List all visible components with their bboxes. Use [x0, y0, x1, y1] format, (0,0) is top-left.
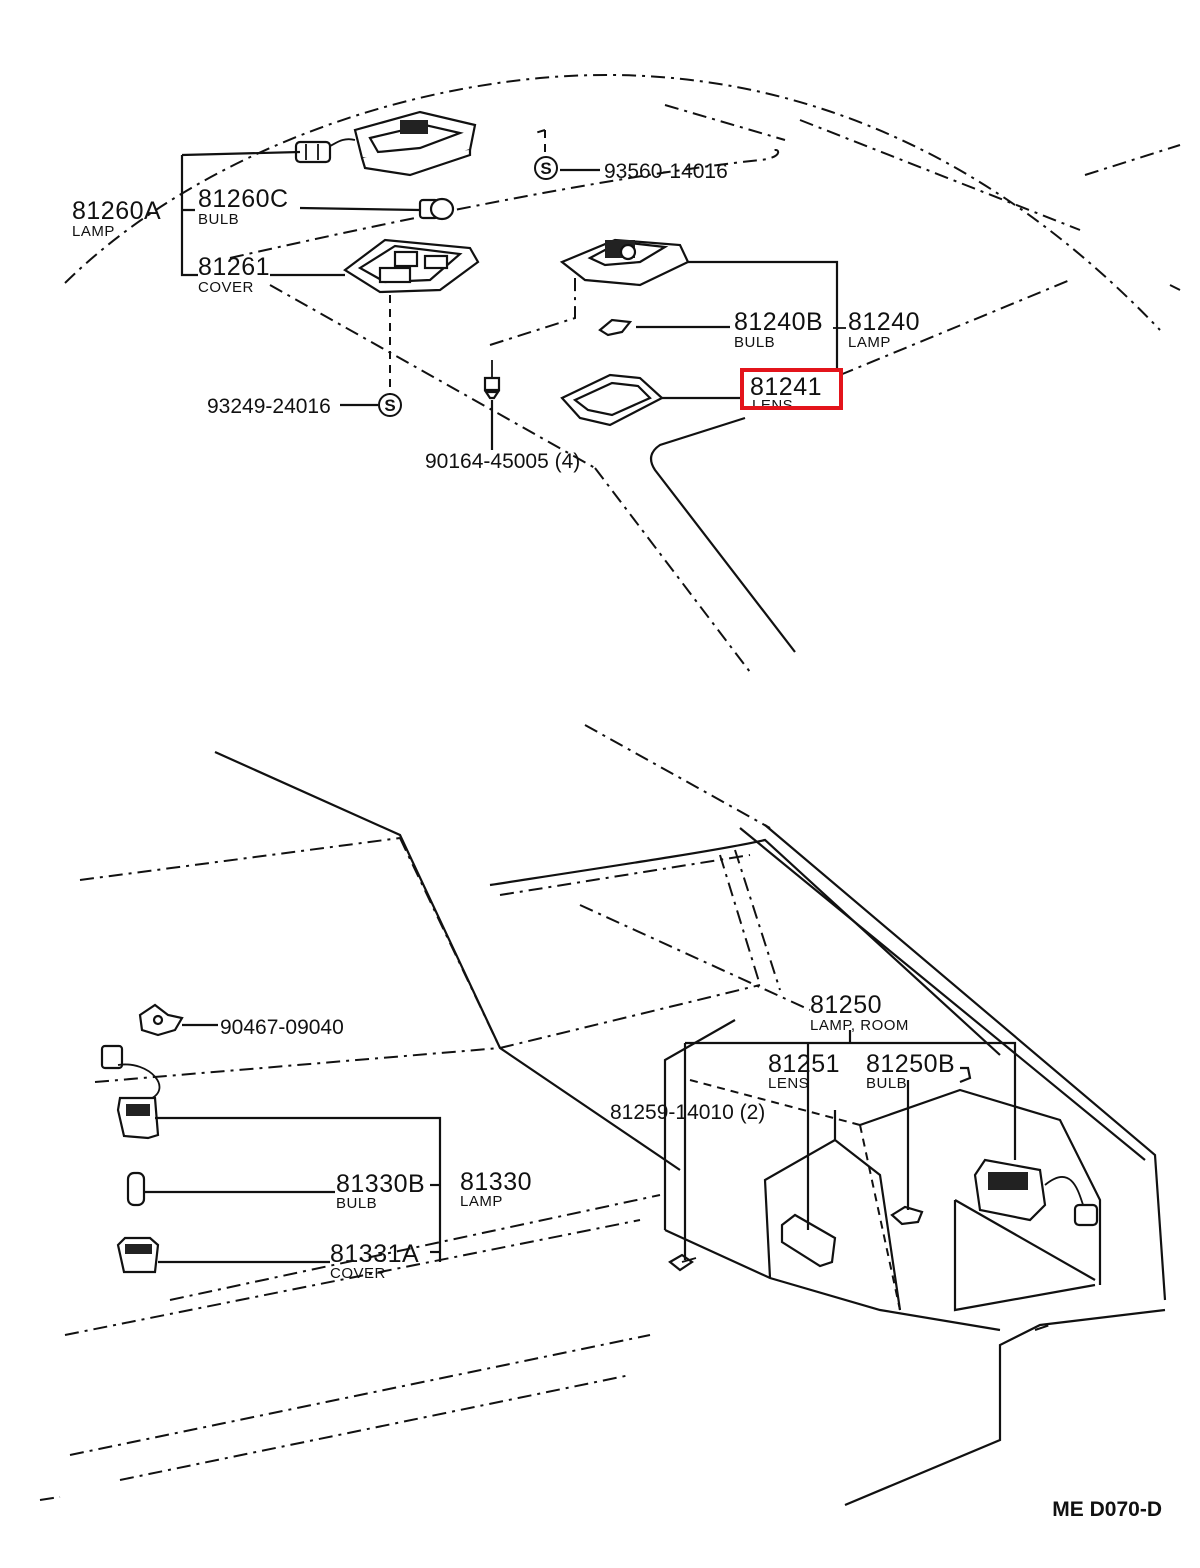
label-81331a-name: COVER	[330, 1265, 386, 1282]
label-81261-number: 81261	[198, 253, 270, 281]
leader-lines-top	[180, 129, 839, 450]
bulb-81330b-part	[126, 1171, 146, 1207]
leader-lines-bottom	[144, 1023, 1017, 1264]
label-81251-number: 81251	[768, 1050, 840, 1078]
bulb-81240b-part	[598, 318, 633, 337]
roof-outline	[64, 73, 1181, 673]
svg-text:S: S	[384, 396, 395, 415]
screw-90164-part	[483, 360, 501, 400]
label-90164-number: 90164-45005 (4)	[425, 450, 580, 473]
clip-90467-part	[138, 1003, 184, 1037]
label-81250-number: 81250	[810, 991, 882, 1019]
svg-text:S: S	[540, 159, 551, 178]
label-81330b-name: BULB	[336, 1195, 377, 1212]
lamp-81240-part	[559, 238, 690, 287]
lens-81251-part	[780, 1213, 837, 1268]
label-81260c-name: BULB	[198, 211, 239, 228]
label-81330-name: LAMP	[460, 1193, 503, 1210]
label-81260c-number: 81260C	[198, 185, 289, 213]
body-outline-bottom	[39, 724, 1167, 1507]
label-93560-number: 93560-14016	[604, 160, 728, 183]
label-90467-number: 90467-09040	[220, 1016, 344, 1039]
screw-81259-part	[668, 1253, 697, 1272]
room-lamp-housing-part	[663, 1019, 1102, 1332]
label-81259-number: 81259-14010 (2)	[610, 1101, 765, 1124]
label-81240-name: LAMP	[848, 334, 891, 351]
label-81330b-number: 81330B	[336, 1170, 425, 1198]
cover-81261-part	[343, 238, 480, 294]
diagram-code: ME D070-D	[1052, 1498, 1162, 1521]
label-93249-number: 93249-24016	[207, 395, 331, 418]
label-81250b-number: 81250B	[866, 1050, 955, 1078]
label-81260a-number: 81260A	[72, 197, 161, 225]
highlight-box-81241	[740, 368, 843, 410]
label-81240b-name: BULB	[734, 334, 775, 351]
room-lamp-unit-part	[973, 1158, 1099, 1227]
label-81240b-number: 81240B	[734, 308, 823, 336]
label-81331a-number: 81331A	[330, 1240, 419, 1268]
label-81330-number: 81330	[460, 1168, 532, 1196]
lamp-81330-part	[100, 1044, 161, 1140]
lens-81241-part	[560, 373, 664, 427]
label-81240-number: 81240	[848, 308, 920, 336]
bulb-81260c-part	[418, 197, 455, 221]
cover-81331a-part	[116, 1236, 160, 1274]
label-81250b-name: BULB	[866, 1075, 907, 1092]
label-81241-number: 81241	[750, 373, 822, 401]
s-symbol-93560: S	[534, 156, 558, 180]
s-symbol-93249: S	[378, 393, 402, 417]
label-81250-name: LAMP, ROOM	[810, 1017, 909, 1034]
label-81261-name: COVER	[198, 279, 254, 296]
label-81251-name: LENS	[768, 1075, 809, 1092]
label-81260a-name: LAMP	[72, 223, 115, 240]
lamp-81260a-part	[294, 110, 477, 177]
label-81241-name: LENS	[752, 397, 793, 414]
bulb-81250b-part	[890, 1205, 924, 1226]
